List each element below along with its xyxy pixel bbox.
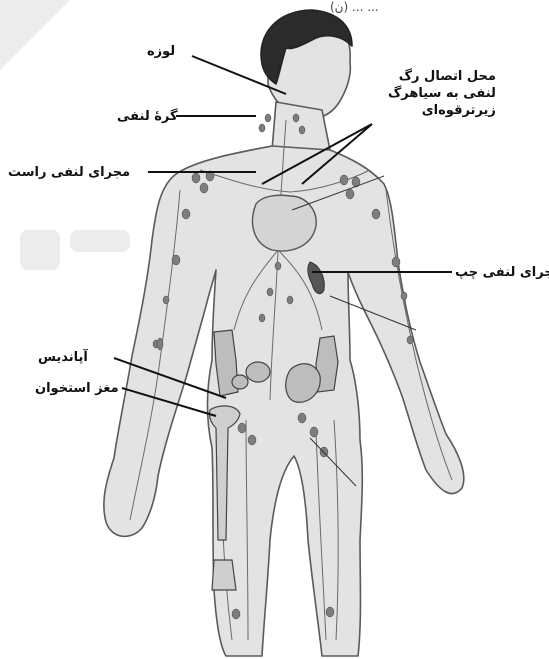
label-right-lymph-duct: مجرای لنفی راست xyxy=(8,164,130,181)
label-bone-marrow: مغز استخوان xyxy=(35,380,119,397)
label-junction-line3: زیرترقوه‌ای xyxy=(388,102,496,119)
label-junction-line2: لنفی به سیاهرگ xyxy=(388,85,496,102)
heart xyxy=(253,195,317,251)
cropped-top-text: ... ... (ن) xyxy=(330,0,379,14)
watermark xyxy=(0,0,130,270)
label-appendix: آپاندیس xyxy=(38,349,88,366)
label-tonsil: لوزه xyxy=(147,43,175,60)
label-junction-line1: محل اتصال رگ xyxy=(388,68,496,85)
label-lymph-vein-junction: محل اتصال رگ لنفی به سیاهرگ زیرترقوه‌ای xyxy=(388,68,496,119)
label-left-lymph-duct: مجرای لنفی چپ xyxy=(455,264,549,281)
label-lymph-node: گرهٔ لنفی xyxy=(117,108,178,125)
